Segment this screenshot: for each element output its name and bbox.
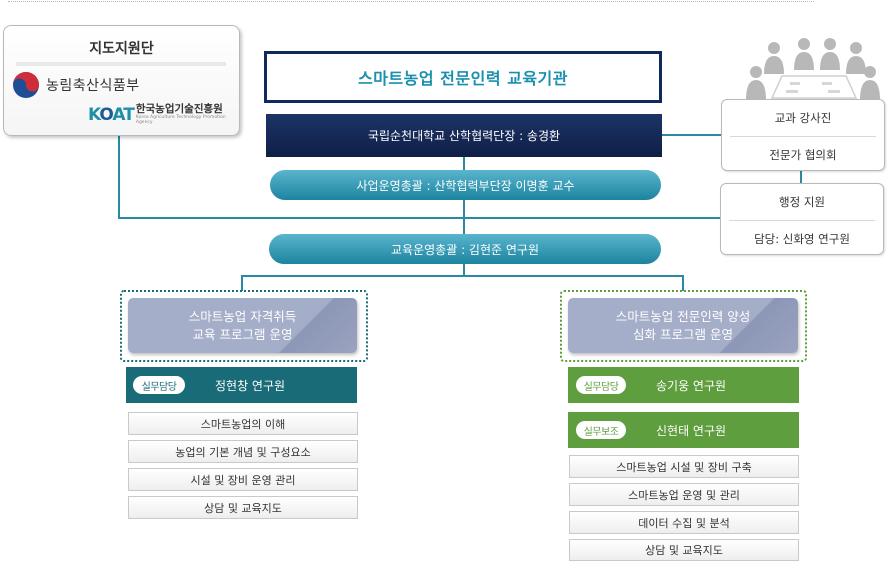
left-staff-bar: 실무담당 정현창 연구원 [126,367,357,403]
koat-subtitle: Korea Agriculture Technology Promotion A… [135,115,226,125]
taegeuk-icon [13,72,39,98]
right-staff-name-2: 신현태 연구원 [656,423,727,438]
left-item-4: 상담 및 교육지도 [128,496,358,519]
connector-director-right [662,134,722,136]
right-program-title-line2: 심화 프로그램 운영 [633,326,733,342]
admin-support-label: 행정 지원 [779,195,825,209]
admin-person-label: 담당: 신화영 연구원 [754,231,850,246]
right-staff-bar-1: 실무담당 송기웅 연구원 [568,367,799,403]
mafra-name: 농림축산식품부 [46,78,140,94]
right-program-title: 스마트농업 전문인력 양성 심화 프로그램 운영 [568,298,798,353]
right-program-frame [560,290,807,362]
director-bar: 국립순천대학교 산학협력단장 : 송경환 [266,114,662,157]
connector-branch-left [241,275,243,291]
left-program-title-line1: 스마트농업 자격취득 [188,308,297,324]
left-item-1: 스마트농업의 이해 [128,412,358,435]
connector-branch-horizontal [241,275,684,277]
education-head-pill: 교육운영총괄 : 김현준 연구원 [269,234,661,264]
main-title-box: 스마트농업 전문인력 교육기관 [264,51,662,103]
right-staff-tag-2: 실무보조 [576,421,626,439]
left-program-title-line2: 교육 프로그램 운영 [192,326,293,342]
koat-logo-mark: KOAT [88,104,135,125]
instructors-divider [730,136,876,137]
admin-support-box: 행정 지원 담당: 신화영 연구원 [720,183,884,255]
expert-council-label: 전문가 협의회 [769,147,837,162]
connector-edu-down [463,262,465,276]
right-staff-bar-2: 실무보조 신현태 연구원 [568,412,799,448]
left-item-3: 시설 및 장비 운영 관리 [128,468,358,491]
mafra-logo: 농림축산식품부 [12,71,140,99]
right-item-2: 스마트농업 운영 및 관리 [569,483,799,506]
connector-branch-right [682,275,684,291]
instructors-label: 교과 강사진 [774,111,832,125]
right-program-title-line1: 스마트농업 전문인력 양성 [615,308,751,324]
support-group-box: 지도지원단 농림축산식품부 KOAT 한국농업기술진흥원 Korea Agric… [3,25,240,136]
support-title: 지도지원단 [89,41,154,57]
operation-head-pill: 사업운영총괄 : 산학협력부단장 이명훈 교수 [270,170,661,200]
left-staff-name: 정현창 연구원 [215,378,286,393]
right-item-4: 상담 및 교육지도 [569,539,799,561]
left-staff-tag: 실무담당 [133,376,185,394]
admin-divider [729,220,875,221]
left-item-2: 농업의 기본 개념 및 구성요소 [128,440,358,463]
right-staff-tag-1: 실무담당 [576,376,626,394]
connector-admin-horizontal [118,217,722,219]
koat-logo: KOAT 한국농업기술진흥원 Korea Agriculture Technol… [88,103,239,126]
connector-support-vertical [118,136,120,218]
right-item-3: 데이터 수집 및 분석 [569,511,799,534]
instructors-council-box: 교과 강사진 전문가 협의회 [721,99,885,171]
left-program-title: 스마트농업 자격취득 교육 프로그램 운영 [128,298,357,353]
connector-right-boxes [800,170,802,184]
koat-name: 한국농업기술진흥원 [135,103,223,115]
meeting-people-icon [746,38,880,100]
support-separator [16,62,226,66]
right-staff-name-1: 송기웅 연구원 [656,378,727,393]
left-program-frame [120,290,368,362]
top-dotted-divider [8,1,814,2]
right-item-1: 스마트농업 시설 및 장비 구축 [569,455,799,478]
